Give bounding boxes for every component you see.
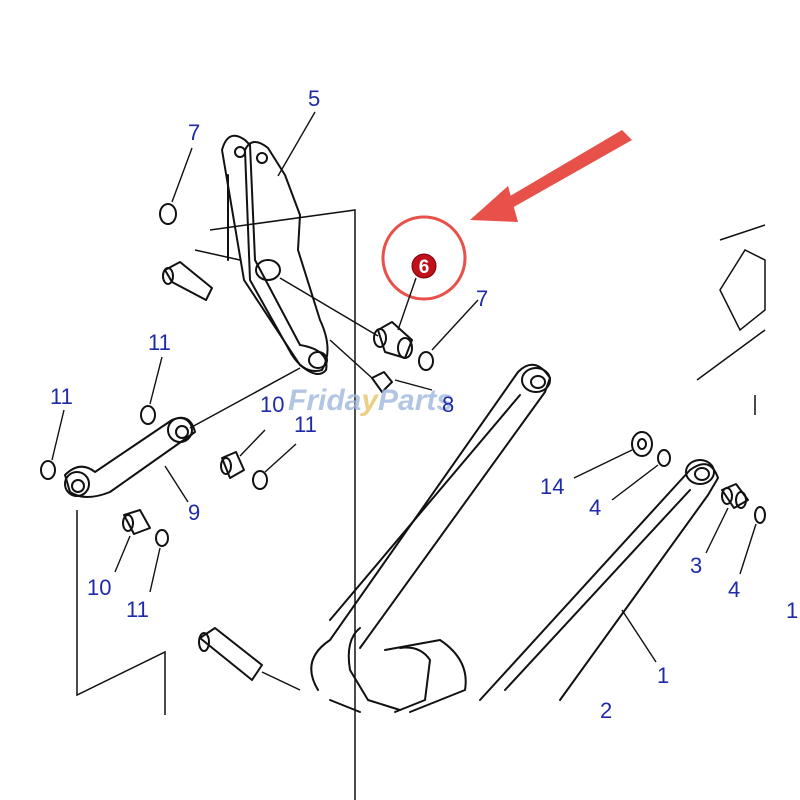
highlight-circle	[381, 215, 467, 301]
snap-ring-7-top	[159, 203, 177, 225]
callout-10-low: 10	[87, 575, 111, 600]
arm-center	[310, 363, 551, 691]
callout-5: 5	[308, 86, 320, 111]
callout-11-c: 11	[294, 412, 317, 437]
callout-4-upper: 4	[589, 495, 601, 520]
lower-body	[329, 627, 467, 713]
partial-frame-right	[719, 249, 766, 415]
washer-part-14-inner	[637, 438, 647, 450]
watermark-part1: Frida	[288, 384, 361, 417]
callout-1-partial: 1	[786, 598, 798, 623]
bushing-part-3	[721, 483, 749, 509]
callout-8: 8	[442, 392, 454, 417]
part-6-badge: 6	[411, 253, 437, 279]
pin	[162, 249, 241, 301]
callout-10-mid: 10	[260, 392, 284, 417]
callout-14: 14	[540, 474, 564, 499]
callout-9: 9	[188, 500, 200, 525]
callout-labels: 5 7 7 8 11 11 10 11 9 10 11 14 4 3 4 1 2…	[50, 86, 798, 723]
pin-lower	[198, 627, 301, 691]
watermark: FridayParts	[288, 384, 453, 417]
ring-part-4-upper	[657, 449, 671, 467]
bushing-10-low	[122, 509, 151, 535]
callout-7-right: 7	[476, 286, 488, 311]
snap-ring-11-b	[40, 460, 56, 480]
snap-ring-11-d	[155, 529, 169, 547]
grease-fitting-part-8	[329, 339, 393, 393]
watermark-part2: Parts	[378, 384, 453, 417]
callout-4-lower: 4	[728, 577, 740, 602]
link-part-9	[64, 367, 301, 498]
bracket-part-5	[221, 134, 329, 375]
callout-11-b: 11	[50, 384, 73, 409]
ring-part-4-lower	[754, 506, 766, 524]
callout-1: 1	[657, 663, 669, 688]
leader-lines	[51, 111, 757, 663]
washer-part-14	[631, 431, 653, 457]
callout-11-a: 11	[148, 330, 171, 355]
badge-label: 6	[419, 257, 430, 278]
callout-11-d: 11	[126, 597, 149, 622]
callout-7-top: 7	[188, 120, 200, 145]
callout-2: 2	[600, 698, 612, 723]
pointer-arrow	[470, 130, 632, 222]
badge-leader	[397, 277, 417, 331]
callout-3: 3	[690, 553, 702, 578]
bushing-10-mid	[220, 451, 245, 479]
arm-part-1	[479, 459, 719, 701]
snap-ring-11-c	[252, 470, 268, 490]
bushing-part-6	[279, 277, 413, 359]
snap-ring-7-right	[418, 351, 434, 371]
snap-ring-11-a	[140, 405, 156, 425]
